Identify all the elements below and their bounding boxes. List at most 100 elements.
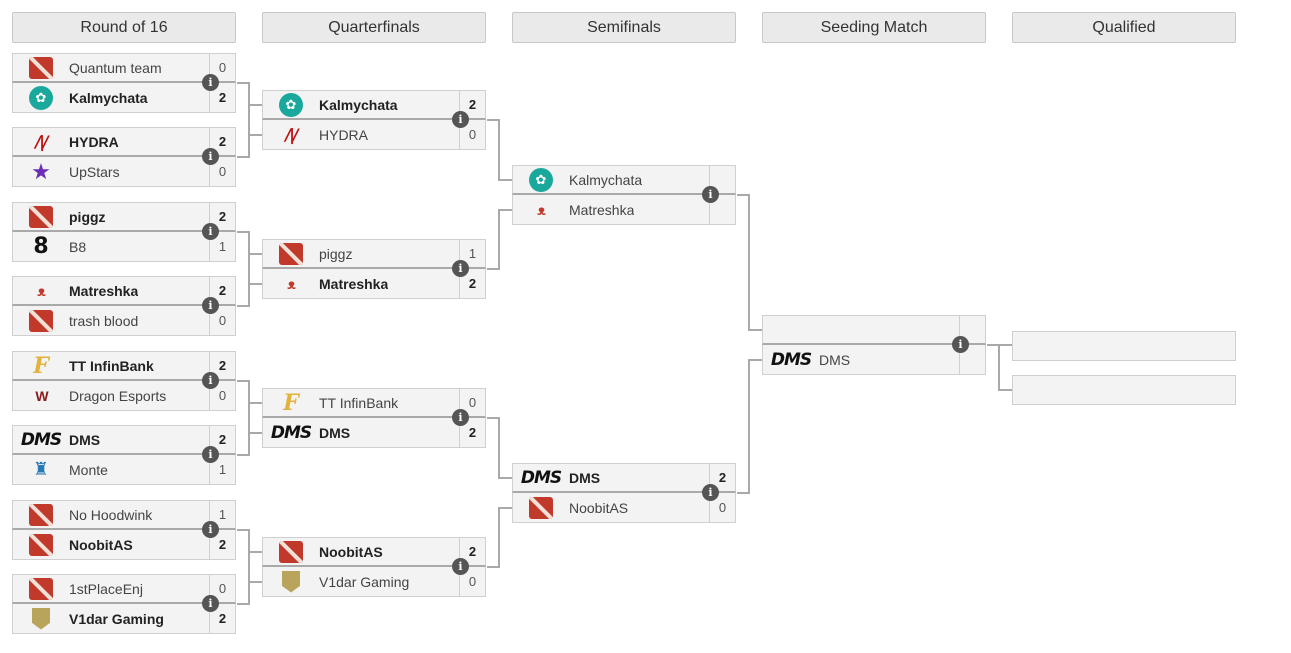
r16-match-6[interactable]: DMS DMS 2 ♜ Monte 1 i (12, 425, 236, 485)
team-row[interactable]: piggz 2 (12, 202, 236, 232)
seeding-match[interactable]: DMS DMS i (762, 315, 986, 375)
v1dar-gaming-logo-icon (32, 607, 50, 630)
team-row[interactable]: DMS DMS 2 (12, 425, 236, 455)
upstars-logo-icon: ★ (31, 158, 51, 184)
qf-match-1[interactable]: ✿ Kalmychata 2 /|/ HYDRA 0 i (262, 90, 486, 150)
qf-match-4[interactable]: NoobitAS 2 V1dar Gaming 0 i (262, 537, 486, 597)
team-score: 1 (459, 240, 485, 267)
team-row[interactable]: DMS DMS 2 (512, 463, 736, 493)
tt-infinbank-logo-icon: F (283, 389, 299, 416)
r16-match-4[interactable]: ᴥ Matreshka 2 trash blood 0 i (12, 276, 236, 336)
r16-match-5[interactable]: F TT InfinBank 2 W Dragon Esports 0 i (12, 351, 236, 411)
header-quarterfinals: Quarterfinals (262, 12, 486, 43)
team-row[interactable]: DMS DMS (762, 345, 986, 375)
team-row[interactable]: ᴥ Matreshka (512, 195, 736, 225)
team-row[interactable]: No Hoodwink 1 (12, 500, 236, 530)
team-row[interactable]: ★ UpStars 0 (12, 157, 236, 187)
dota-logo-icon (529, 496, 553, 519)
team-name: UpStars (69, 163, 120, 180)
team-row[interactable]: DMS DMS 2 (262, 418, 486, 448)
dms-logo-icon: DMS (770, 349, 812, 370)
sf-match-1[interactable]: ✿ Kalmychata ᴥ Matreshka i (512, 165, 736, 225)
header-round-of-16: Round of 16 (12, 12, 236, 43)
team-row[interactable]: piggz 1 (262, 239, 486, 269)
team-name: V1dar Gaming (69, 610, 164, 627)
team-score (709, 166, 735, 193)
matreshka-logo-icon: ᴥ (537, 201, 546, 218)
team-row[interactable]: /|/ HYDRA 2 (12, 127, 236, 157)
team-name: DMS (819, 351, 851, 368)
r16-match-2[interactable]: /|/ HYDRA 2 ★ UpStars 0 i (12, 127, 236, 187)
match-info-icon[interactable]: i (952, 336, 969, 353)
team-row[interactable]: ᴥ Matreshka 2 (12, 276, 236, 306)
team-score: 0 (209, 54, 235, 81)
team-score: 2 (209, 604, 235, 633)
team-row[interactable]: NoobitAS 2 (12, 530, 236, 560)
match-info-icon[interactable]: i (202, 372, 219, 389)
team-row[interactable]: F TT InfinBank 2 (12, 351, 236, 381)
team-row[interactable]: NoobitAS 0 (512, 493, 736, 523)
r16-match-1[interactable]: Quantum team 0 ✿ Kalmychata 2 i (12, 53, 236, 113)
team-score: 0 (459, 567, 485, 596)
team-score: 0 (209, 381, 235, 410)
team-name: piggz (69, 208, 106, 225)
team-name: NoobitAS (569, 499, 629, 516)
team-score: 2 (209, 426, 235, 453)
dms-logo-icon: DMS (20, 429, 62, 450)
match-info-icon[interactable]: i (702, 484, 719, 501)
team-row[interactable]: V1dar Gaming 0 (262, 567, 486, 597)
match-info-icon[interactable]: i (202, 223, 219, 240)
team-row[interactable]: NoobitAS 2 (262, 537, 486, 567)
team-name: DMS (69, 431, 101, 448)
dota-logo-icon (29, 503, 53, 526)
team-name: Monte (69, 461, 108, 478)
team-row[interactable] (762, 315, 986, 345)
team-name: TT InfinBank (69, 357, 154, 374)
match-info-icon[interactable]: i (452, 111, 469, 128)
team-name: Dragon Esports (69, 387, 167, 404)
match-info-icon[interactable]: i (202, 446, 219, 463)
team-row[interactable]: ✿ Kalmychata 2 (12, 83, 236, 113)
team-row[interactable]: Quantum team 0 (12, 53, 236, 83)
match-info-icon[interactable]: i (702, 186, 719, 203)
qf-match-3[interactable]: F TT InfinBank 0 DMS DMS 2 i (262, 388, 486, 448)
r16-match-3[interactable]: piggz 2 8 B8 1 i (12, 202, 236, 262)
team-row[interactable]: trash blood 0 (12, 306, 236, 336)
team-score: 2 (209, 530, 235, 559)
r16-match-8[interactable]: 1stPlaceEnj 0 V1dar Gaming 2 i (12, 574, 236, 634)
match-info-icon[interactable]: i (202, 297, 219, 314)
sf-match-2[interactable]: DMS DMS 2 NoobitAS 0 i (512, 463, 736, 523)
team-row[interactable]: 8 B8 1 (12, 232, 236, 262)
team-row[interactable]: ✿ Kalmychata (512, 165, 736, 195)
dms-logo-icon: DMS (520, 467, 562, 488)
match-info-icon[interactable]: i (202, 521, 219, 538)
match-info-icon[interactable]: i (452, 409, 469, 426)
match-info-icon[interactable]: i (452, 260, 469, 277)
team-row[interactable]: ✿ Kalmychata 2 (262, 90, 486, 120)
match-info-icon[interactable]: i (202, 74, 219, 91)
team-row[interactable]: ♜ Monte 1 (12, 455, 236, 485)
match-info-icon[interactable]: i (202, 595, 219, 612)
team-score: 2 (209, 352, 235, 379)
team-row[interactable]: V1dar Gaming 2 (12, 604, 236, 634)
team-score: 2 (209, 203, 235, 230)
match-info-icon[interactable]: i (452, 558, 469, 575)
team-name: NoobitAS (319, 543, 383, 560)
team-row[interactable]: ᴥ Matreshka 2 (262, 269, 486, 299)
qf-match-2[interactable]: piggz 1 ᴥ Matreshka 2 i (262, 239, 486, 299)
team-name: Kalmychata (569, 171, 643, 188)
team-name: TT InfinBank (319, 394, 399, 411)
team-name: No Hoodwink (69, 506, 153, 523)
r16-match-7[interactable]: No Hoodwink 1 NoobitAS 2 i (12, 500, 236, 560)
team-row[interactable]: /|/ HYDRA 0 (262, 120, 486, 150)
team-row[interactable]: F TT InfinBank 0 (262, 388, 486, 418)
team-score: 1 (209, 232, 235, 261)
team-row[interactable]: W Dragon Esports 0 (12, 381, 236, 411)
team-score (959, 345, 985, 374)
dota-logo-icon (279, 540, 303, 563)
match-info-icon[interactable]: i (202, 148, 219, 165)
team-row[interactable]: 1stPlaceEnj 0 (12, 574, 236, 604)
kalmychata-logo-icon: ✿ (529, 167, 553, 192)
dota-logo-icon (29, 533, 53, 556)
header-semifinals: Semifinals (512, 12, 736, 43)
